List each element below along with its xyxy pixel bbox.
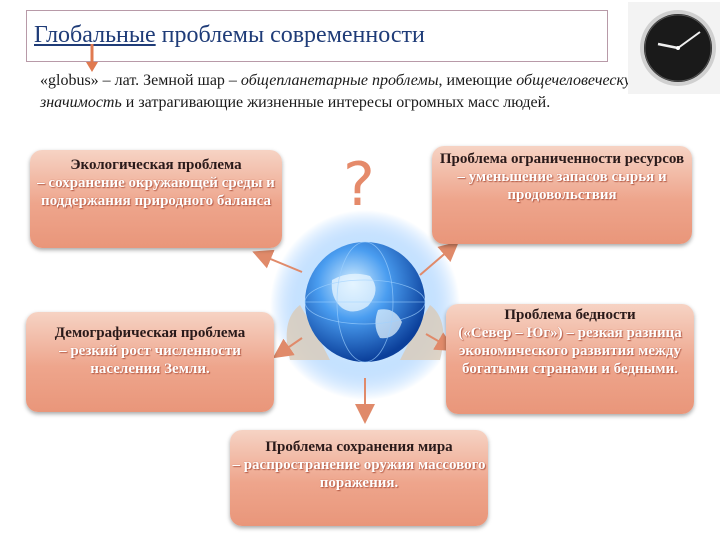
intro-text-1: «globus» – лат. Земной шар – [40,72,241,89]
intro-italic-2: общечеловеческую значимость [40,72,643,111]
peace-problem-box: Проблема сохранения мира – распространен… [230,430,488,526]
title-rest: проблемы современности [155,22,425,48]
ecology-description: – сохранение окружающей среды и поддержа… [37,175,275,209]
resources-description: – уменьшение запасов сырья и продовольст… [457,169,667,203]
question-mark: ? [343,150,375,220]
resources-problem-box: Проблема ограниченности ресурсов – умень… [432,146,692,244]
demography-description: – резкий рост численности населения Земл… [59,343,241,377]
clock-icon [628,2,720,94]
demography-problem-box: Демографическая проблема – резкий рост ч… [26,312,274,412]
title-underlined-word: Глобальные [34,22,156,48]
globe-in-hands-image [270,210,460,400]
title-pointer-arrow-icon [86,44,98,72]
intro-italic-1: общепланетарные проблемы [240,72,439,89]
slide-title: Глобальные проблемы современности [34,22,425,49]
poverty-heading: Проблема бедности [504,307,636,323]
demography-heading: Демографическая проблема [54,325,246,341]
peace-heading: Проблема сохранения мира [265,439,453,455]
intro-text-2: , имеющие [438,72,517,89]
peace-description: – распространение оружия массового пораж… [232,457,486,491]
intro-paragraph: «globus» – лат. Земной шар – общепланета… [40,70,670,114]
poverty-description: («Север – Юг») – резкая разница экономич… [458,325,682,377]
ecology-problem-box: Экологическая проблема – сохранение окру… [30,150,282,248]
intro-text-3: и затрагивающие жизненные интересы огром… [121,94,551,111]
title-frame [26,10,608,62]
ecology-heading: Экологическая проблема [70,157,242,173]
poverty-problem-box: Проблема бедности («Север – Юг») – резка… [446,304,694,414]
resources-heading: Проблема ограниченности ресурсов [439,151,685,167]
